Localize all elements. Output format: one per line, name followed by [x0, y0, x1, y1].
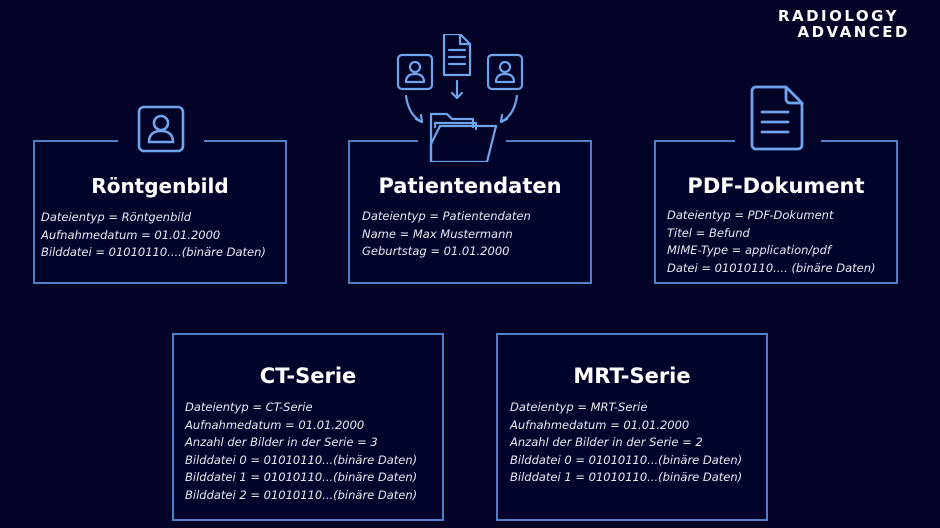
folder-with-inputs-icon	[394, 34, 534, 162]
field-line: Dateientyp = MRT-Serie	[510, 400, 648, 414]
user-icon-left	[396, 53, 434, 91]
folder-icon	[429, 112, 498, 162]
user-profile-icon	[137, 105, 185, 153]
logo-line-1: RADIOLOGY	[777, 7, 899, 25]
field-line: Bilddatei 1 = 01010110...(binäre Daten)	[185, 470, 418, 484]
field-line: Aufnahmedatum = 01.01.2000	[41, 227, 221, 242]
user-icon-right	[486, 53, 524, 91]
field-line: Aufnahmedatum = 01.01.2000	[510, 417, 690, 432]
card-fields: Dateientyp = Röntgenbild Aufnahmedatum =…	[41, 209, 285, 262]
card-title: CT-Serie	[259, 364, 357, 388]
card-pdf-dokument: PDF-Dokument Dateientyp = PDF-Dokument T…	[654, 140, 898, 284]
field-line: Geburtstag = 01.01.2000	[362, 244, 510, 258]
card-mrt-serie: MRT-Serie Dateientyp = MRT-Serie Aufnahm…	[496, 333, 768, 521]
field-line: Bilddatei 0 = 01010110...(binäre Daten)	[510, 452, 743, 467]
card-ct-serie: CT-Serie Dateientyp = CT-Serie Aufnahmed…	[172, 333, 444, 521]
card-fields: Dateientyp = CT-Serie Aufnahmedatum = 01…	[185, 399, 442, 504]
field-line: Bilddatei 1 = 01010110...(binäre Daten)	[510, 470, 743, 484]
field-line: Datei = 01010110.... (binäre Daten)	[667, 260, 876, 275]
document-icon-small	[442, 34, 472, 77]
field-line: Anzahl der Bilder in der Serie = 3	[185, 435, 378, 449]
field-line: Dateientyp = Patientendaten	[362, 209, 531, 223]
card-fields: Dateientyp = MRT-Serie Aufnahmedatum = 0…	[510, 399, 766, 487]
field-line: Name = Max Mustermann	[362, 226, 513, 241]
document-icon	[750, 85, 804, 151]
field-line: Titel = Befund	[667, 225, 750, 240]
card-patientendaten: Patientendaten Dateientyp = Patientendat…	[348, 140, 592, 284]
card-title: Röntgenbild	[91, 174, 229, 198]
field-line: Aufnahmedatum = 01.01.2000	[185, 417, 365, 432]
card-title: MRT-Serie	[573, 364, 691, 388]
card-title: Patientendaten	[378, 174, 562, 198]
field-line: Bilddatei 2 = 01010110...(binäre Daten)	[185, 487, 418, 502]
field-line: Dateientyp = Röntgenbild	[41, 210, 192, 224]
field-line: Bilddatei = 01010110....(binäre Daten)	[41, 245, 266, 259]
field-line: MIME-Type = application/pdf	[667, 243, 831, 257]
card-roentgenbild: Röntgenbild Dateientyp = Röntgenbild Auf…	[33, 140, 287, 284]
card-fields: Dateientyp = PDF-Dokument Titel = Befund…	[667, 207, 896, 277]
card-fields: Dateientyp = Patientendaten Name = Max M…	[362, 208, 590, 261]
radiology-advanced-logo: RADIOLOGY ADVANCED	[778, 8, 910, 40]
field-line: Dateientyp = CT-Serie	[185, 400, 313, 414]
field-line: Bilddatei 0 = 01010110...(binäre Daten)	[185, 452, 418, 467]
field-line: Anzahl der Bilder in der Serie = 2	[510, 435, 703, 449]
logo-line-2: ADVANCED	[797, 23, 910, 41]
field-line: Dateientyp = PDF-Dokument	[667, 208, 834, 222]
card-title: PDF-Dokument	[687, 174, 865, 198]
